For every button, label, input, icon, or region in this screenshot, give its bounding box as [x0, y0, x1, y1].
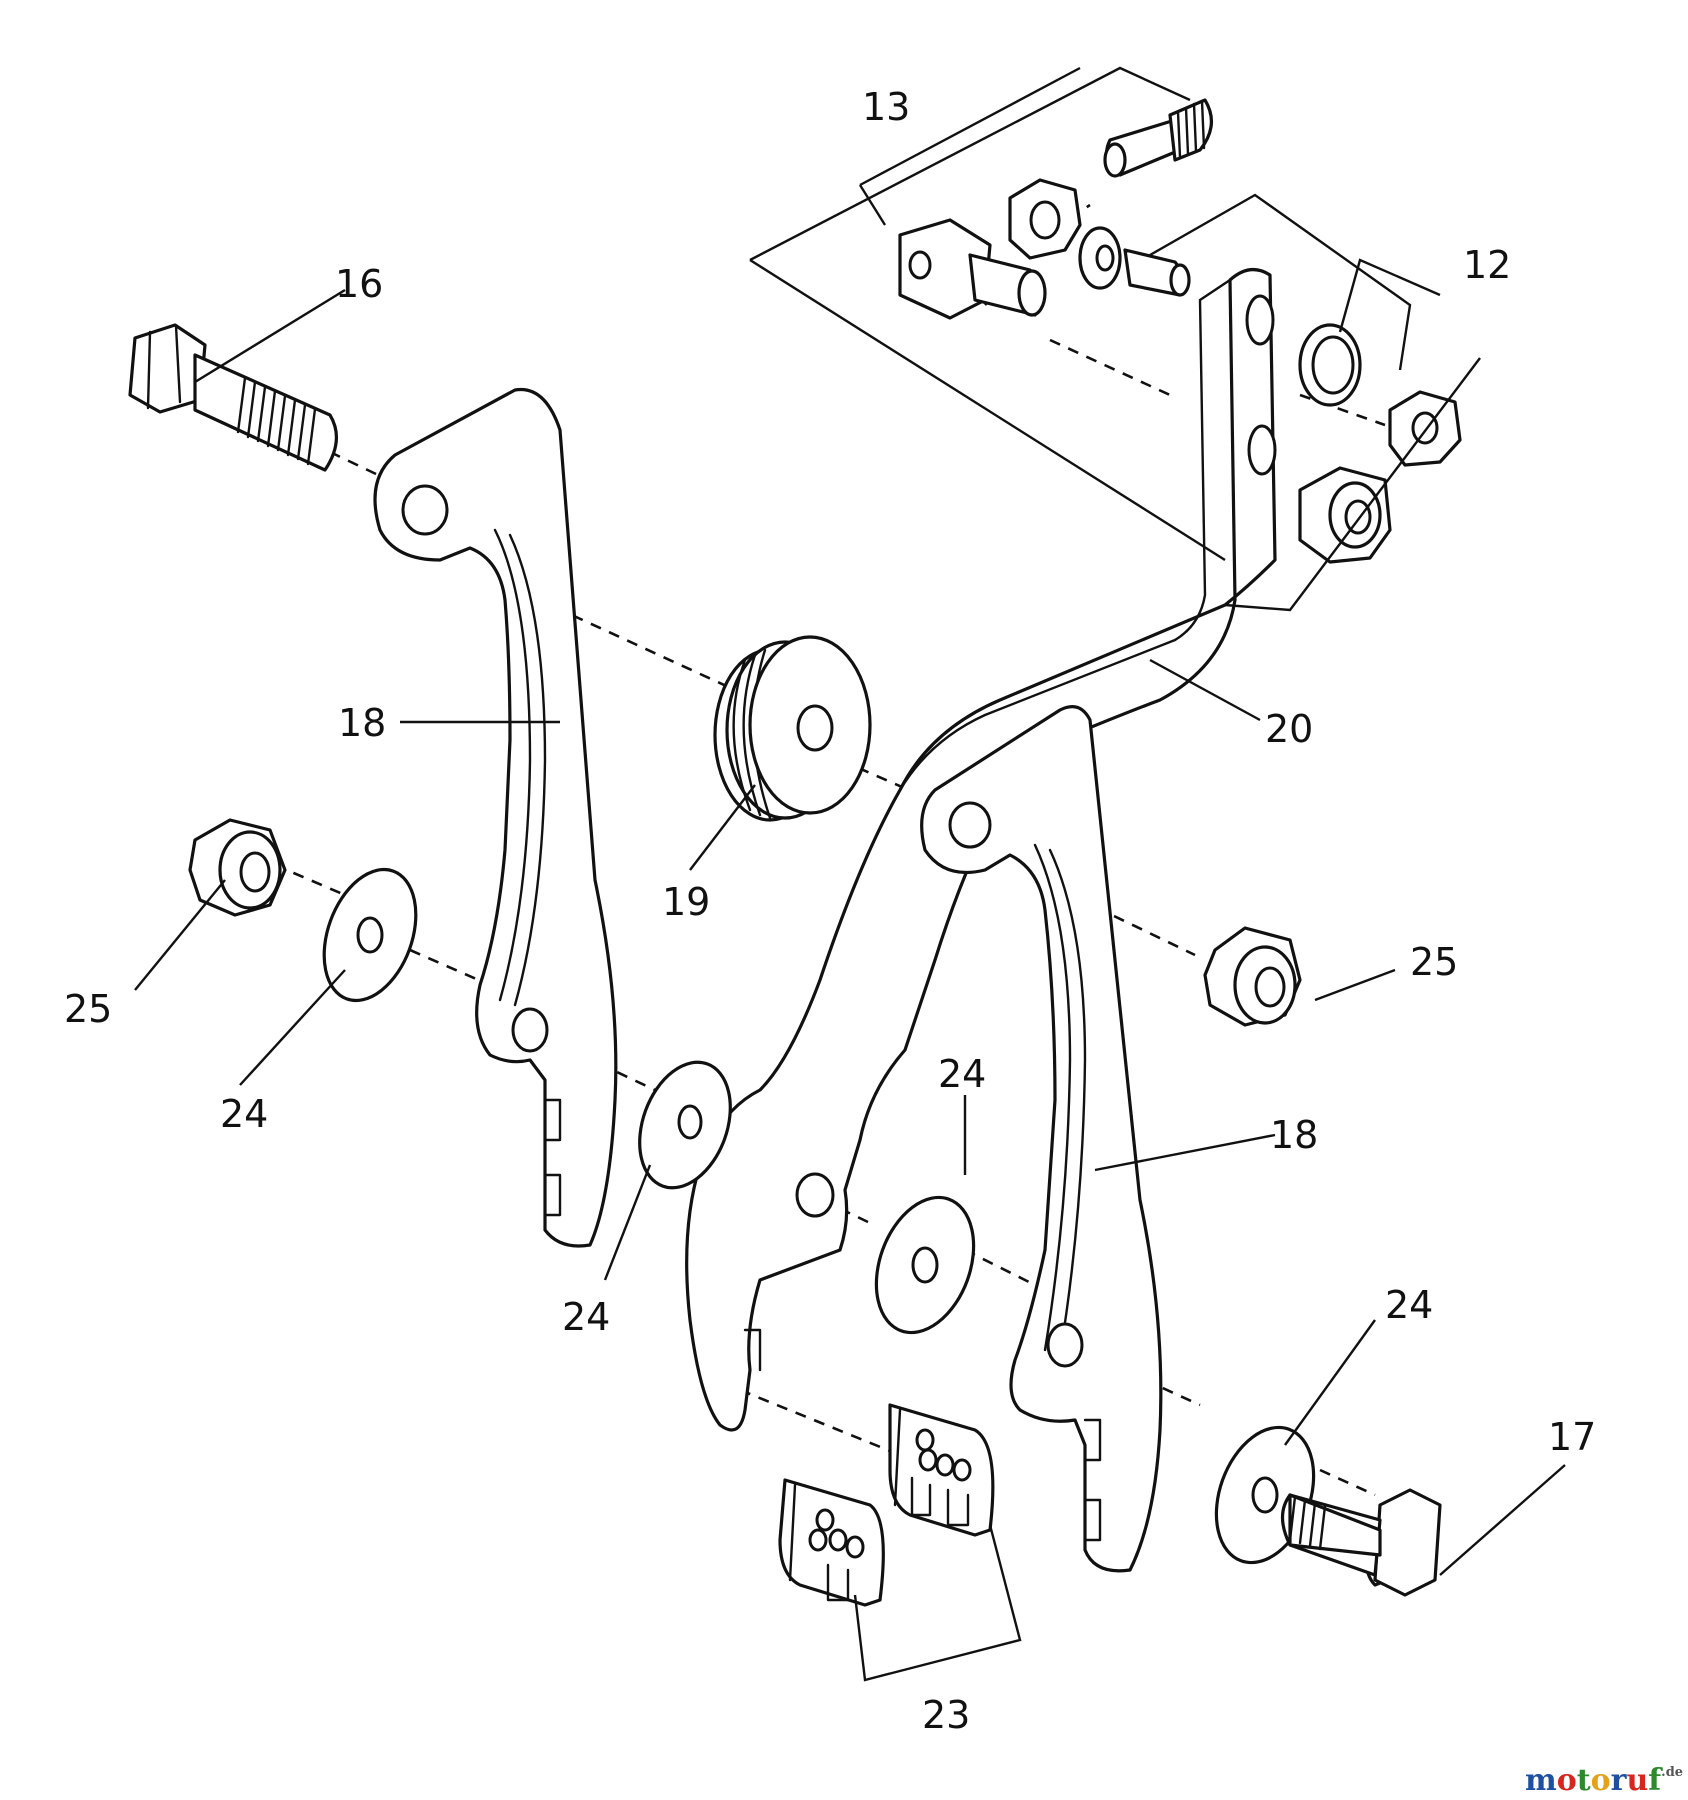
leader-lines [134, 66, 1566, 1682]
svg-text:motoruf.de: motoruf.de [1525, 1763, 1683, 1798]
bolt-12 [1123, 248, 1191, 297]
wm-o1: o [1557, 1763, 1577, 1798]
washer-24-left [322, 867, 418, 1003]
callout-24-lower: 24 [562, 1295, 610, 1339]
wm-u: u [1626, 1763, 1648, 1798]
wm-o2: o [1591, 1763, 1611, 1798]
bolt-17 [1280, 1488, 1442, 1597]
barrel-adjuster-13 [1103, 98, 1213, 178]
nut-12 [1388, 390, 1462, 467]
left-brake-arm-18 [373, 387, 618, 1248]
barrel-adjuster-knurl [1176, 99, 1206, 159]
nut-25-left [188, 818, 287, 917]
washer-24-center [638, 1060, 732, 1190]
brake-pad-23-left [778, 1478, 885, 1607]
wm-suffix: .de [1661, 1765, 1683, 1780]
wm-f: f [1648, 1763, 1663, 1798]
brake-pad-23-right [888, 1403, 995, 1537]
lock-washer-12 [1298, 323, 1362, 407]
motoruf-watermark: motoruf.de [1525, 1763, 1683, 1798]
callout-25-right: 25 [1410, 940, 1458, 984]
bolt-16-thread [236, 376, 317, 466]
nut-25-right [1203, 926, 1302, 1027]
callout-12: 12 [1463, 243, 1511, 287]
callout-19: 19 [662, 880, 710, 924]
callout-25-left: 25 [64, 987, 112, 1031]
callout-24-right: 24 [1385, 1283, 1433, 1327]
assembly-lines [274, 203, 1386, 1497]
callout-17: 17 [1548, 1415, 1596, 1459]
callout-24-left: 24 [220, 1092, 268, 1136]
pulley-19 [713, 635, 872, 822]
wm-r: r [1611, 1763, 1628, 1798]
callout-24-center: 24 [938, 1052, 986, 1096]
right-brake-arm-18 [920, 705, 1163, 1573]
callout-18-left: 18 [338, 701, 386, 745]
wm-m: m [1525, 1763, 1557, 1798]
wm-t: t [1577, 1763, 1591, 1798]
cable-anchor-13 [898, 218, 1047, 320]
callout-23: 23 [922, 1693, 970, 1737]
nut-12-large [1298, 466, 1392, 564]
bolt-17-thread [1288, 1495, 1327, 1551]
callout-numbers: 13 12 16 18 19 20 25 25 24 24 24 24 18 1… [64, 85, 1596, 1737]
bolt-16 [128, 323, 338, 472]
callout-18-right: 18 [1270, 1113, 1318, 1157]
nut-13 [1008, 178, 1082, 260]
callout-13: 13 [862, 85, 910, 129]
callout-20: 20 [1265, 707, 1313, 751]
washer-24-lower [874, 1195, 976, 1335]
callout-16: 16 [335, 262, 383, 306]
washer-12 [1078, 226, 1122, 290]
